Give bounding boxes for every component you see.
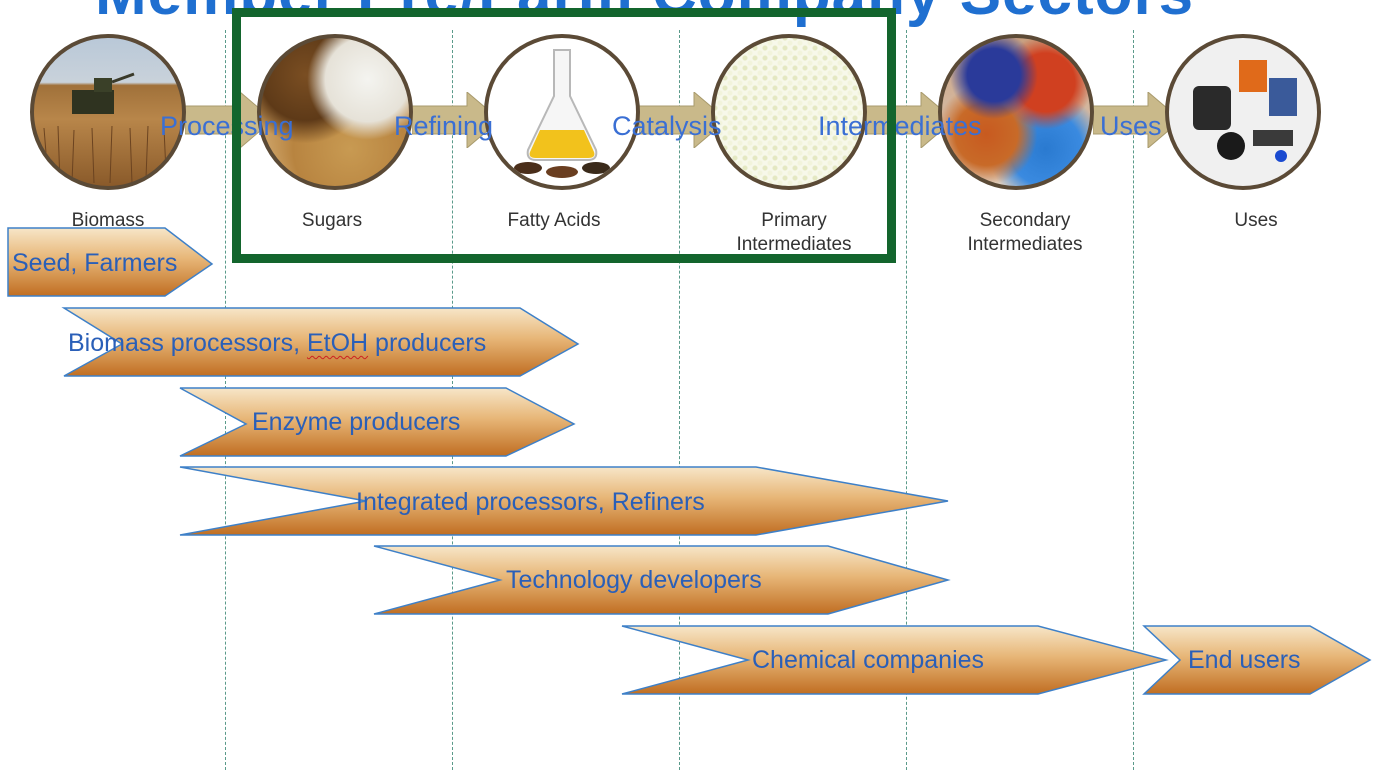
stage-label-line: Sugars [301, 210, 363, 231]
fatty-acids-image [484, 34, 640, 190]
biomass-image [30, 34, 186, 190]
flow-label-refining: Refining [394, 111, 494, 141]
sector-label-enzyme-producers: Enzyme producers [252, 408, 461, 436]
stage-label-sugars: Sugars [262, 209, 402, 233]
stage-label-line: Biomass [71, 210, 145, 231]
sector-label-integrated-processors: Integrated processors, Refiners [356, 488, 705, 516]
column-divider [1133, 30, 1134, 770]
sector-chevron-technology-developers [373, 545, 951, 615]
stage-label-primary-intermediates: Primary Intermediates [714, 209, 874, 257]
flow-arrow [1093, 92, 1182, 148]
sector-label-biomass-processors: Biomass processors, EtOH producers [68, 329, 486, 358]
flow-label-intermediates: Intermediates [818, 111, 982, 141]
highlight-box [232, 8, 896, 263]
sector-chevron-chemical-companies [621, 625, 1169, 695]
sector-label-part: EtOH [306, 329, 369, 357]
primary-intermediates-image [711, 34, 867, 190]
column-divider [679, 30, 680, 770]
sector-label-chemical-companies: Chemical companies [752, 646, 985, 674]
sector-label-part: Biomass processors, [68, 329, 307, 357]
column-divider [906, 30, 907, 770]
flow-label-catalysis: Catalysis [612, 111, 722, 141]
flow-label-processing: Processing [160, 111, 294, 141]
sugars-image [257, 34, 413, 190]
stage-label-line: Uses [1234, 210, 1278, 231]
stage-label-line: Primary [761, 210, 827, 231]
sector-chevron-integrated-processors [179, 466, 949, 536]
sector-label-part: producers [368, 329, 487, 357]
stage-label-secondary-intermediates: Secondary Intermediates [945, 209, 1105, 257]
flow-arrow [412, 92, 501, 148]
stage-label-line: Secondary [979, 210, 1071, 231]
stage-label-line: Intermediates [967, 234, 1083, 255]
flow-label-uses: Uses [1100, 111, 1162, 141]
sector-chevron-seed-farmers [7, 227, 214, 297]
stage-label-line: Fatty Acids [507, 210, 601, 231]
sector-chevron-enzyme-producers [179, 387, 576, 457]
secondary-intermediates-image [938, 34, 1094, 190]
sector-chevron-end-users [1142, 625, 1372, 695]
stage-label-line: Intermediates [736, 234, 852, 255]
flow-arrow [639, 92, 728, 148]
stage-label-uses: Uses [1186, 209, 1326, 233]
sector-chevron-biomass-processors [61, 307, 580, 377]
stage-label-fatty-acids: Fatty Acids [484, 209, 624, 233]
sector-label-technology-developers: Technology developers [506, 566, 762, 594]
sector-label-end-users: End users [1188, 646, 1301, 674]
stage-label-biomass: Biomass [40, 209, 176, 233]
uses-image [1165, 34, 1321, 190]
sector-label-seed-farmers: Seed, Farmers [12, 249, 178, 277]
